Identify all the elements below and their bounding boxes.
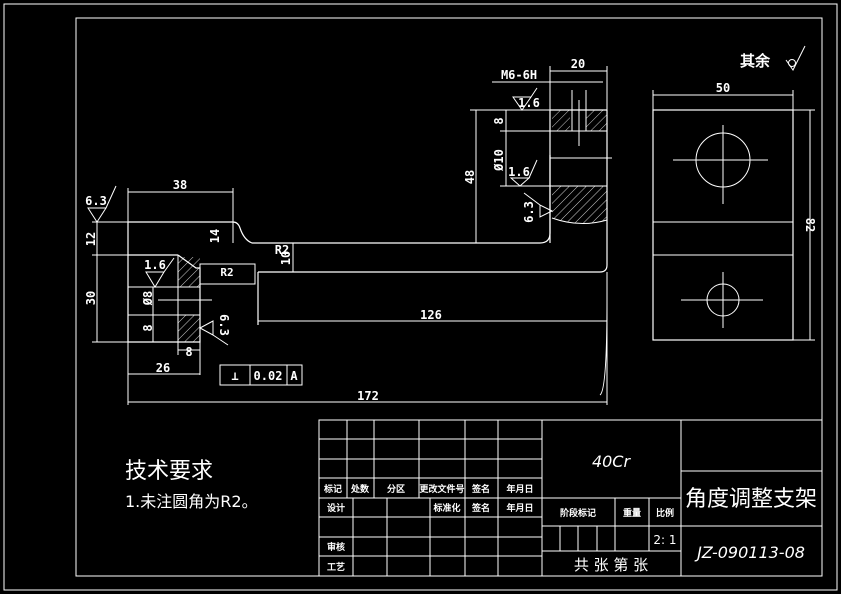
svg-text:1.6: 1.6 — [144, 258, 166, 272]
svg-text:工艺: 工艺 — [327, 561, 345, 573]
svg-text:标准化: 标准化 — [432, 502, 460, 514]
hatch-region — [552, 186, 607, 224]
perpendicularity-icon: ⊥ — [231, 369, 238, 383]
svg-text:设计: 设计 — [327, 502, 345, 514]
svg-text:重量: 重量 — [623, 507, 641, 519]
dim-10: 10 — [279, 251, 293, 265]
dim-48: 48 — [463, 170, 477, 184]
dim-14: 14 — [208, 229, 222, 243]
roughness-symbol: 1.6 — [512, 87, 540, 111]
svg-text:比例: 比例 — [656, 507, 674, 519]
svg-text:年月日: 年月日 — [506, 502, 533, 514]
drawing-number: JZ-090113-08 — [694, 543, 805, 562]
svg-text:标记: 标记 — [323, 483, 342, 495]
svg-text:6.3: 6.3 — [522, 201, 536, 223]
svg-text:更改文件号: 更改文件号 — [419, 483, 464, 495]
tech-req-item: 1.未注圆角为R2。 — [125, 492, 258, 511]
svg-text:1.6: 1.6 — [508, 165, 530, 179]
svg-text:阶段标记: 阶段标记 — [560, 507, 596, 519]
hatch-region — [178, 257, 200, 287]
dim-30: 30 — [84, 291, 98, 305]
roughness-symbol: 1.6 — [144, 257, 175, 288]
roughness-symbol: 6.3 — [85, 185, 117, 223]
dim-8: 8 — [492, 117, 506, 124]
dim-dia-10: Ø10 — [492, 149, 506, 172]
main-view: 38 12 14 30 Ø8 8 8 26 172 126 10 R2 20 M… — [84, 57, 612, 405]
weld-r2-label: R2 — [220, 266, 233, 279]
dim-50: 50 — [716, 81, 730, 95]
finish-check-icon — [785, 45, 806, 71]
sheet-count: 共 张 第 张 — [574, 556, 648, 574]
roughness-symbol: 6.3 — [198, 314, 231, 346]
tech-req-title: 技术要求 — [125, 459, 213, 484]
dim-dia-8: Ø8 — [141, 291, 155, 306]
material-label: 40Cr — [592, 452, 632, 471]
dim-82: 82 — [803, 218, 817, 232]
svg-text:6.3: 6.3 — [217, 314, 231, 336]
technical-requirements: 技术要求 1.未注圆角为R2。 — [125, 459, 258, 511]
dim-20: 20 — [571, 57, 585, 71]
svg-text:其余: 其余 — [740, 52, 771, 70]
svg-text:年月日: 年月日 — [506, 483, 533, 495]
part-outline-upper — [128, 155, 551, 244]
part-name: 角度调整支架 — [685, 487, 817, 512]
dim-8: 8 — [141, 324, 155, 331]
svg-text:1.6: 1.6 — [518, 96, 540, 110]
svg-text:A: A — [290, 369, 298, 383]
dim-38: 38 — [173, 178, 187, 192]
side-view: 50 82 — [652, 81, 817, 341]
title-block: 标记 处数 分区 更改文件号 签名 年月日 设计 标准化 签名 年月日 审核 工… — [318, 419, 823, 577]
svg-text:6.3: 6.3 — [85, 194, 107, 208]
scale-value: 2: 1 — [653, 533, 676, 547]
hatch-region — [178, 315, 200, 342]
roughness-symbol: 1.6 — [508, 159, 538, 187]
dim-126: 126 — [420, 308, 442, 322]
svg-text:处数: 处数 — [350, 483, 370, 495]
outer-border — [3, 3, 838, 591]
hatch-region — [586, 110, 607, 131]
dim-26: 26 — [156, 361, 170, 375]
surface-finish-note: 其余 — [740, 45, 806, 71]
roughness-symbol: 6.3 — [522, 192, 554, 223]
svg-text:0.02: 0.02 — [254, 369, 283, 383]
geometric-tolerance-frame: ⊥ 0.02 A — [219, 364, 303, 386]
dim-172: 172 — [357, 389, 379, 403]
svg-text:审核: 审核 — [327, 541, 345, 553]
dim-thread: M6-6H — [501, 68, 537, 82]
dim-12: 12 — [84, 232, 98, 246]
svg-text:签名: 签名 — [471, 483, 490, 495]
dim-8: 8 — [185, 345, 192, 359]
svg-text:签名: 签名 — [471, 502, 490, 514]
svg-text:分区: 分区 — [387, 483, 405, 495]
dim-r2: R2 — [275, 243, 289, 257]
hatch-region — [552, 110, 570, 131]
